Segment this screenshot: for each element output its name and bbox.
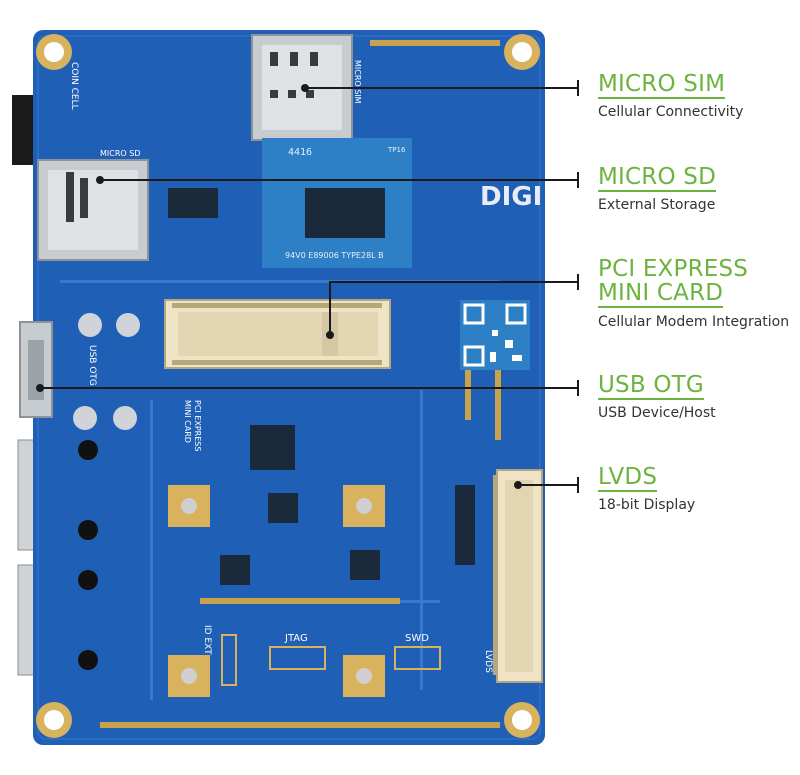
brand-logo-text: DIGI xyxy=(480,182,542,212)
jtag-silk: JTAG xyxy=(284,633,308,644)
label-micro-sd: MICRO SD External Storage xyxy=(598,165,716,213)
label-micro-sd-title: MICRO SD xyxy=(598,164,716,192)
mini-card-silk: MINI CARD xyxy=(183,400,192,443)
gold-test-pads xyxy=(168,485,385,697)
label-pcie-title-line1: PCI EXPRESS xyxy=(598,256,749,282)
micro-sd-silk: MICRO SD xyxy=(100,149,140,158)
id-ext-silk: ID EXT xyxy=(202,625,212,655)
usb-otg-silk: USB OTG xyxy=(87,345,97,386)
label-micro-sim: MICRO SIM Cellular Connectivity xyxy=(598,72,743,120)
label-pcie-subtitle: Cellular Modem Integration xyxy=(598,314,790,330)
label-micro-sim-subtitle: Cellular Connectivity xyxy=(598,104,744,120)
som-chip xyxy=(305,188,385,238)
label-micro-sim-title: MICRO SIM xyxy=(598,71,726,99)
chip-near-sd xyxy=(168,188,218,218)
label-usb-otg-subtitle: USB Device/Host xyxy=(598,405,716,421)
callout-line-pcie xyxy=(329,281,578,335)
swd-silk: SWD xyxy=(405,633,429,644)
micro-sim-silk: MICRO SIM xyxy=(353,60,362,104)
label-pcie: PCI EXPRESS MINI CARD Cellular Modem Int… xyxy=(598,257,789,330)
label-pcie-title-line2: MINI CARD xyxy=(598,280,724,308)
label-lvds-title: LVDS xyxy=(598,464,658,492)
chip-code: 4416 xyxy=(288,147,312,158)
label-usb-otg-title: USB OTG xyxy=(598,372,704,400)
mounting-holes xyxy=(36,34,540,738)
callout-lines xyxy=(36,80,579,493)
coin-cell-silk: COIN CELL xyxy=(69,62,79,110)
qr-code xyxy=(460,300,530,370)
label-micro-sd-subtitle: External Storage xyxy=(598,197,716,213)
label-lvds: LVDS 18-bit Display xyxy=(598,465,695,513)
lvds-silk: LVDS xyxy=(483,650,493,673)
debug-headers xyxy=(221,634,441,686)
label-usb-otg: USB OTG USB Device/Host xyxy=(598,373,716,421)
board-components xyxy=(73,313,475,670)
pci-express-silk: PCI EXPRESS xyxy=(193,400,202,451)
module-text: 94V0 E89006 TYPE28L B xyxy=(285,251,384,260)
label-pcie-title: PCI EXPRESS MINI CARD xyxy=(598,257,748,309)
tp-text: TP16 xyxy=(387,146,406,154)
label-lvds-subtitle: 18-bit Display xyxy=(598,497,696,513)
